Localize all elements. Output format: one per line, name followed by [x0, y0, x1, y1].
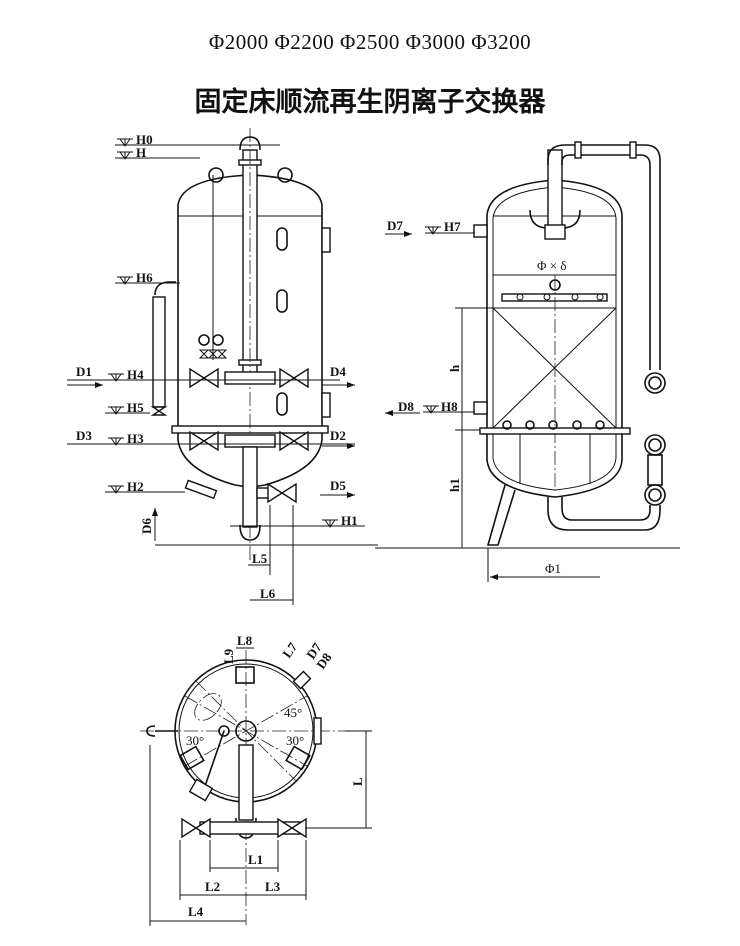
diameter-list: Φ2000 Φ2200 Φ2500 Φ3000 Φ3200 — [208, 30, 532, 54]
dim-L7: L7 — [279, 639, 300, 660]
vessel-shell — [177, 174, 323, 488]
dim-L5: L5 — [252, 551, 268, 566]
port-D7: D7 — [387, 218, 403, 233]
level-H3: H3 — [127, 431, 144, 446]
port-D5: D5 — [330, 478, 346, 493]
angle-45: 45° — [284, 705, 302, 720]
level-H7: H7 — [444, 219, 461, 234]
port-D2: D2 — [330, 428, 346, 443]
dim-L1: L1 — [248, 852, 263, 867]
plan-view: 45° 30° 30° L8 L9 L7 D7 D8 L L1 L2 L3 L4 — [140, 633, 372, 926]
dim-h1: h1 — [447, 478, 462, 492]
front-view: H0 H H6 H4 D1 D4 H5 H3 D3 D2 H2 D5 H1 D6… — [67, 128, 378, 605]
dim-L9: L9 — [221, 648, 236, 664]
vessel-shell-2 — [486, 179, 623, 498]
dim-h: h — [447, 364, 462, 372]
level-H1: H1 — [341, 513, 358, 528]
port-D4: D4 — [330, 364, 346, 379]
port-D8: D8 — [398, 399, 414, 414]
dim-phi1: Φ1 — [545, 561, 561, 576]
port-D3: D3 — [76, 428, 92, 443]
level-H5: H5 — [127, 400, 144, 415]
page-title: 固定床顺流再生阴离子交换器 — [194, 87, 546, 118]
level-H8: H8 — [441, 399, 458, 414]
port-D6: D6 — [139, 518, 154, 534]
angle-30-right: 30° — [286, 733, 304, 748]
shell-spec: Φ × δ — [537, 258, 566, 273]
level-H4: H4 — [127, 367, 144, 382]
dim-L4: L4 — [188, 904, 204, 919]
angle-30-left: 30° — [186, 733, 204, 748]
side-view: Φ × δ D7 H7 D8 H8 — [375, 141, 680, 582]
dim-L2: L2 — [205, 879, 220, 894]
dim-L6: L6 — [260, 586, 276, 601]
level-H2: H2 — [127, 479, 144, 494]
level-H6: H6 — [136, 270, 153, 285]
dim-L3: L3 — [265, 879, 281, 894]
port-D1: D1 — [76, 364, 92, 379]
dim-L: L — [350, 777, 365, 786]
dim-L8: L8 — [237, 633, 253, 648]
level-H0: H0 — [136, 132, 153, 147]
level-H: H — [136, 145, 146, 160]
